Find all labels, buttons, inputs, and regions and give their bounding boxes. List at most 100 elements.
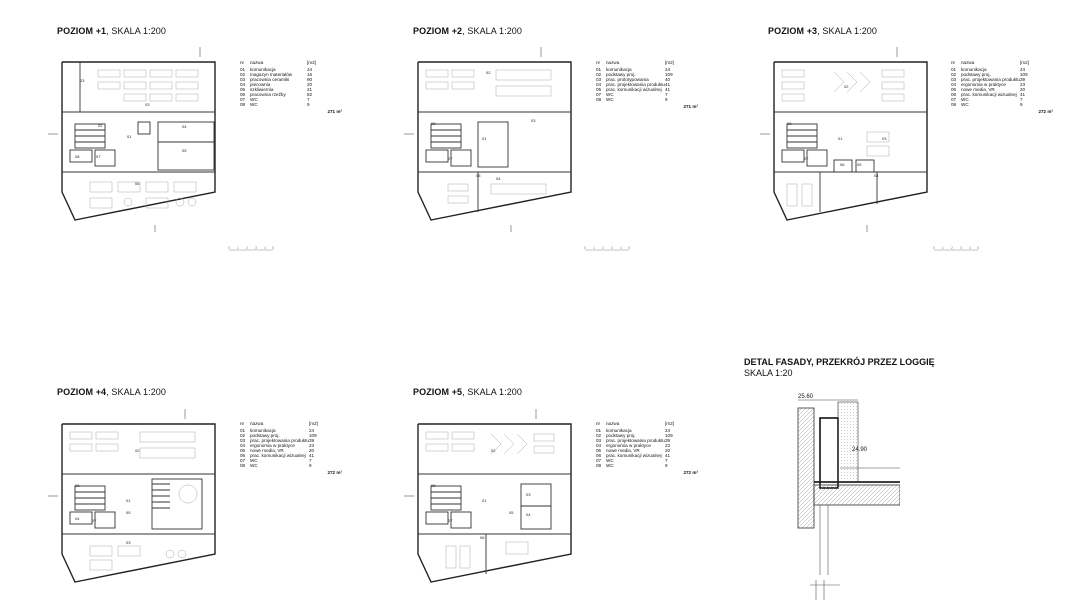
level-title: POZIOM +4, SKALA 1:200 xyxy=(57,387,167,397)
scale-label: 2 xyxy=(246,246,248,250)
svg-text:02: 02 xyxy=(844,84,849,89)
svg-text:04: 04 xyxy=(496,176,501,181)
scale-label: 5 xyxy=(977,246,979,250)
svg-text:05: 05 xyxy=(476,173,481,178)
svg-text:06: 06 xyxy=(480,535,485,540)
svg-text:03: 03 xyxy=(531,118,536,123)
svg-text:06: 06 xyxy=(135,181,140,186)
svg-text:07: 07 xyxy=(96,154,101,159)
svg-text:04: 04 xyxy=(526,512,531,517)
scale-label: 1 xyxy=(237,246,239,250)
scale-label: 0 xyxy=(584,246,586,250)
svg-text:05: 05 xyxy=(182,148,187,153)
svg-text:08: 08 xyxy=(431,483,436,488)
legend-total: 271 m² xyxy=(327,109,342,115)
scale-label: 0 xyxy=(228,246,230,250)
svg-text:08: 08 xyxy=(75,154,80,159)
svg-text:06: 06 xyxy=(840,162,845,167)
level-title: POZIOM +2, SKALA 1:200 xyxy=(413,26,523,36)
detail-heading: DETAL FASADY, PRZEKRÓJ PRZEZ LOGGIĘ xyxy=(744,357,935,367)
elevation-label-top: 25.60 xyxy=(798,394,814,400)
svg-text:01: 01 xyxy=(838,136,843,141)
svg-text:07: 07 xyxy=(92,518,97,523)
svg-text:08: 08 xyxy=(431,121,436,126)
scale-label: 1 xyxy=(593,246,595,250)
level-title: POZIOM +5, SKALA 1:200 xyxy=(413,387,523,397)
svg-text:05: 05 xyxy=(126,510,131,515)
svg-text:03: 03 xyxy=(882,136,887,141)
legend-total: 272 m² xyxy=(327,470,342,476)
level-title: POZIOM +1, SKALA 1:200 xyxy=(57,26,167,36)
svg-text:02: 02 xyxy=(135,448,140,453)
svg-text:04: 04 xyxy=(182,124,187,129)
scale-label: 4 xyxy=(620,246,622,250)
svg-text:05: 05 xyxy=(509,510,514,515)
scale-label: 3 xyxy=(255,246,257,250)
svg-text:03: 03 xyxy=(526,492,531,497)
svg-text:02: 02 xyxy=(98,123,103,128)
scale-label: 3 xyxy=(611,246,613,250)
legend-total: 271 m² xyxy=(683,104,698,110)
svg-text:02: 02 xyxy=(491,448,496,453)
svg-text:07: 07 xyxy=(448,156,453,161)
scale-label: 5 xyxy=(272,246,274,250)
elevation-label-mid: 24.90 xyxy=(852,447,868,453)
svg-text:07: 07 xyxy=(448,518,453,523)
svg-text:03: 03 xyxy=(145,102,150,107)
svg-text:02: 02 xyxy=(486,70,491,75)
detail-scale: SKALA 1:20 xyxy=(744,368,793,378)
legend-total: 272 m² xyxy=(1038,109,1053,115)
svg-text:07: 07 xyxy=(804,156,809,161)
scale-label: 3 xyxy=(960,246,962,250)
scale-label: 4 xyxy=(969,246,971,250)
